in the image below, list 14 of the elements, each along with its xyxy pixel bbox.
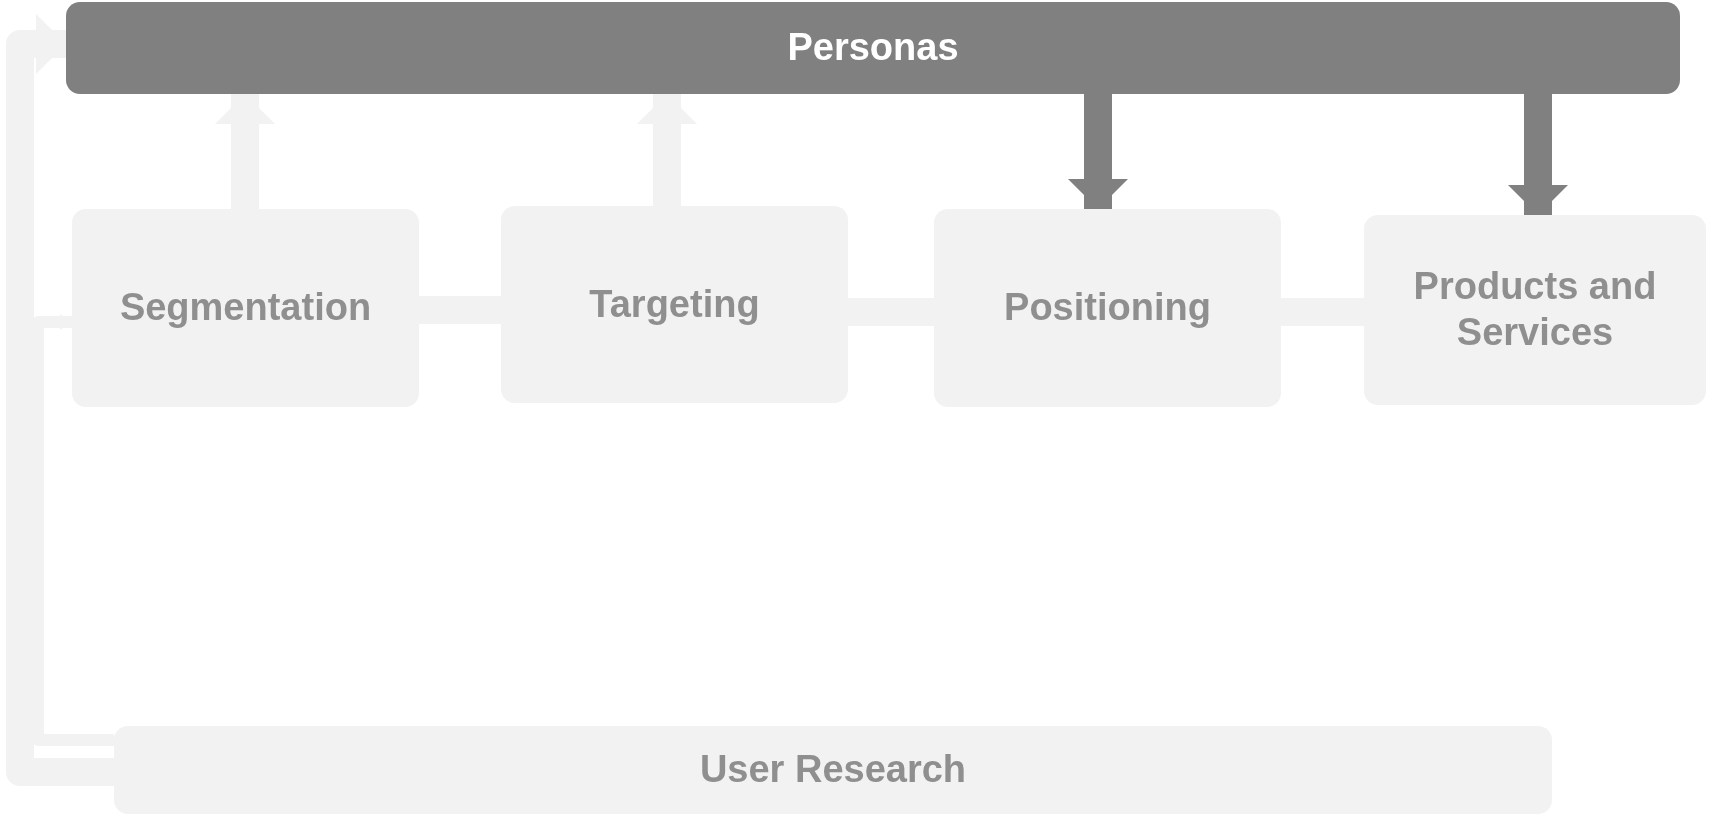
- box-label: User Research: [699, 747, 967, 793]
- arrow: [1068, 94, 1128, 209]
- arrow: [637, 94, 697, 206]
- box-label: Positioning: [1004, 285, 1211, 331]
- arrow: [1508, 94, 1568, 215]
- box-label: Segmentation: [119, 285, 372, 331]
- process-box: [934, 209, 1281, 407]
- process-box: [66, 2, 1680, 94]
- arrow: [215, 94, 275, 209]
- box-label: Targeting: [589, 281, 760, 327]
- box-label: Products and Services: [1412, 264, 1658, 355]
- box-label: Personas: [787, 25, 959, 71]
- process-box: [1364, 215, 1706, 405]
- arrow: [6, 14, 114, 786]
